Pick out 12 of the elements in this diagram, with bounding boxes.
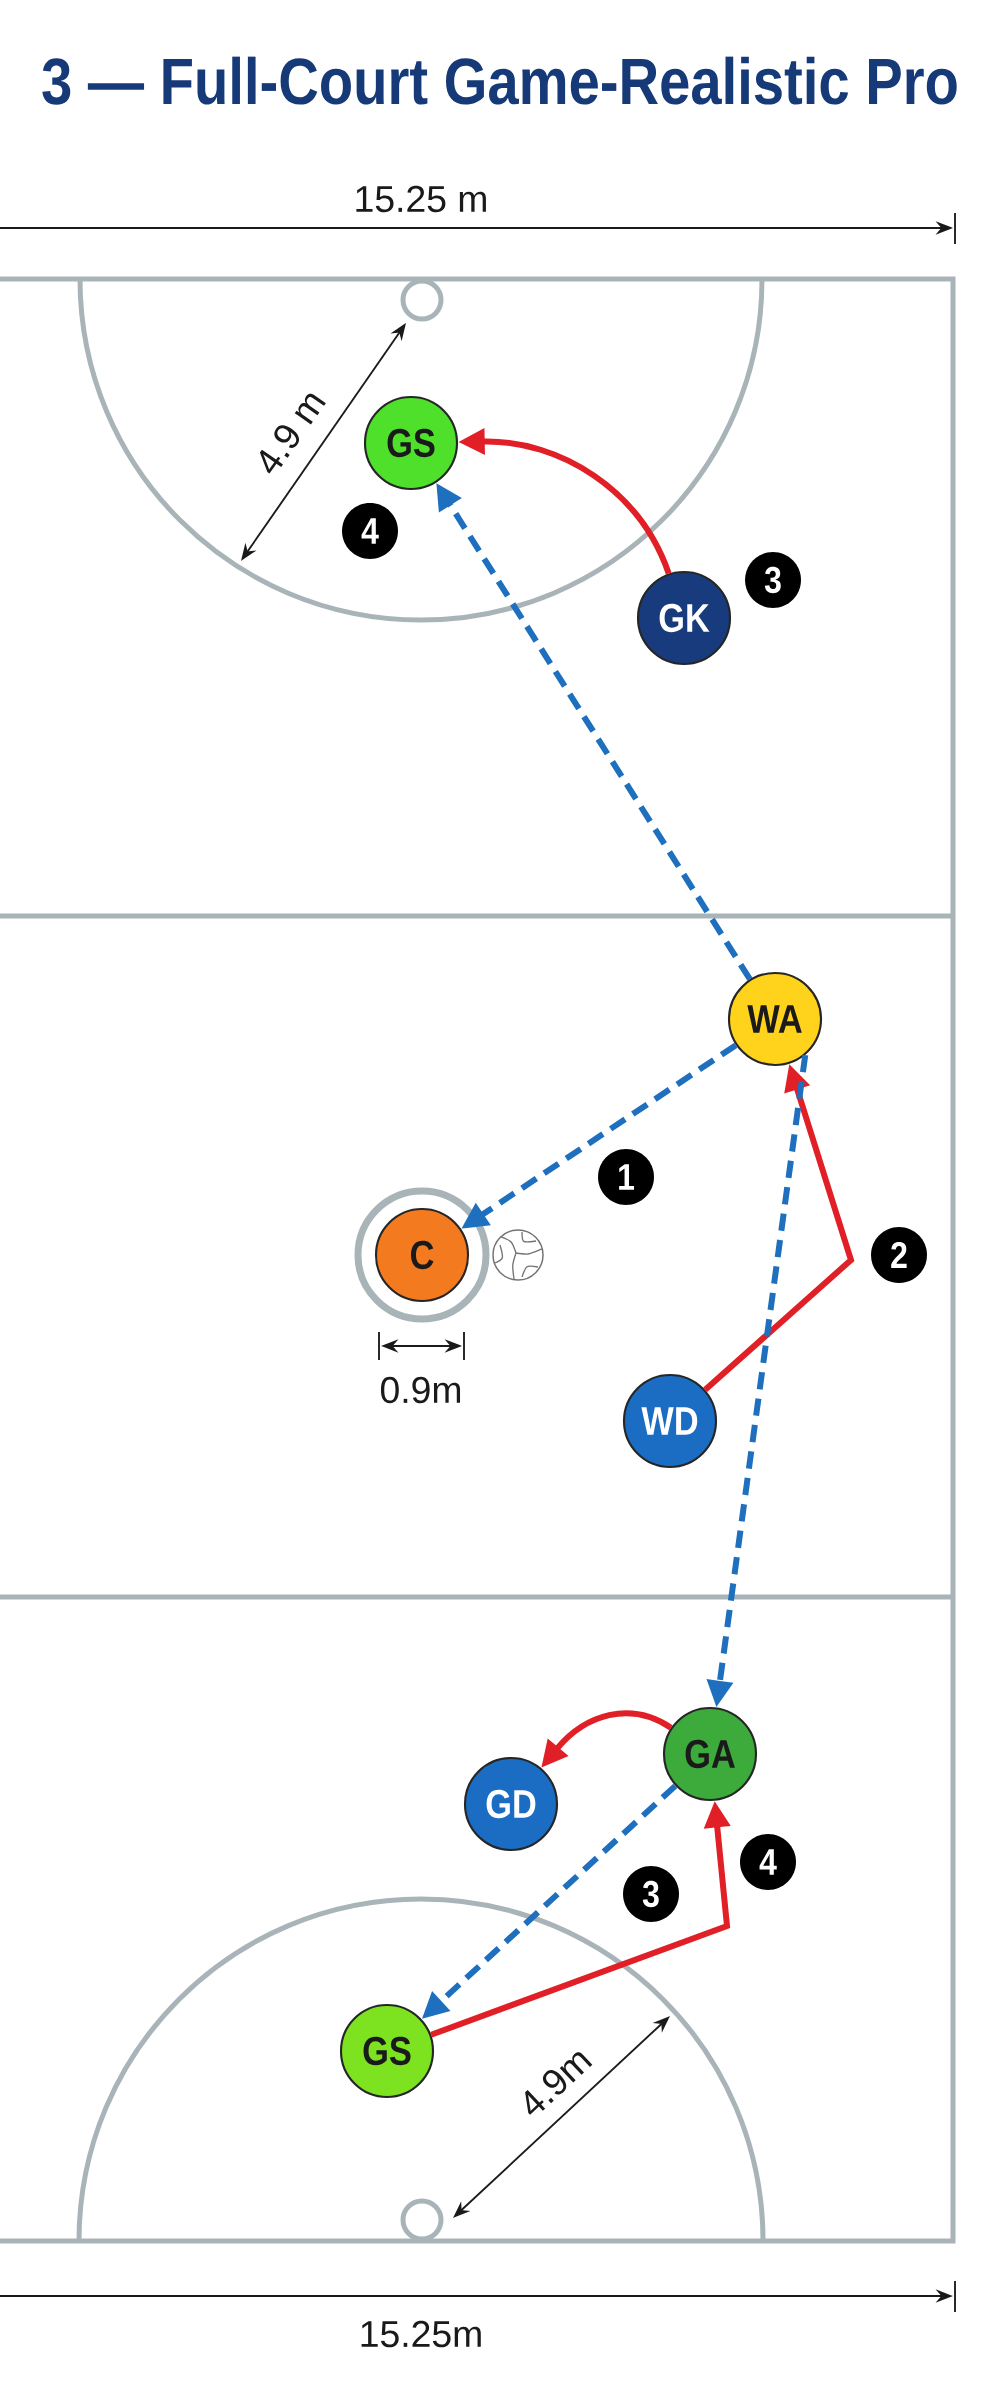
callout-number: 4 bbox=[342, 503, 398, 559]
callout-number: 3 bbox=[745, 552, 801, 608]
callout-number: 1 bbox=[598, 1149, 654, 1205]
callout-number: 2 bbox=[871, 1227, 927, 1283]
dimension-label: 4.9m bbox=[525, 2052, 593, 2115]
dimension-label: 15.25m bbox=[361, 2320, 481, 2348]
dimension-label: 4.9 m bbox=[259, 393, 326, 474]
dimension-label: 0.9m bbox=[380, 1376, 461, 1404]
dimension-label: 15.25 m bbox=[356, 185, 486, 213]
title: 3 — Full-Court Game-Realistic Pro bbox=[42, 56, 957, 105]
callout-number: 4 bbox=[740, 1834, 796, 1890]
callout-number: 3 bbox=[623, 1866, 679, 1922]
